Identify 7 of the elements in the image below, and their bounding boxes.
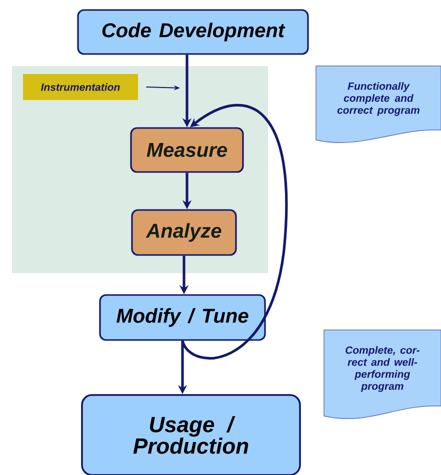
process-box: Analyze [131, 209, 237, 256]
instrumentation-tag: Instrumentation [23, 74, 138, 100]
process-box: Usage / Production [81, 394, 301, 475]
arrow [181, 104, 288, 360]
process-box: Measure [130, 127, 244, 173]
process-box: Code Development [77, 9, 309, 55]
process-box: Modify / Tune [99, 294, 266, 341]
